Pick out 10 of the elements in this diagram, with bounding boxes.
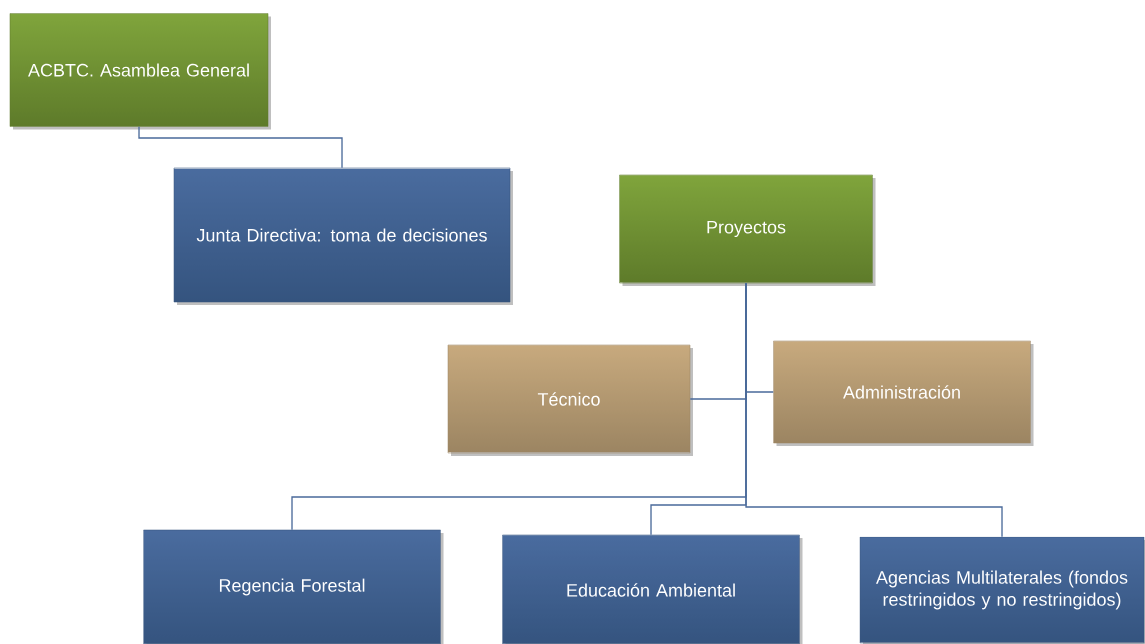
- org-box: Proyectos: [619, 174, 873, 284]
- org-box: Agencias Multilaterales (fondos restringidos y no restringidos): [859, 536, 1145, 644]
- org-box: Administración: [773, 340, 1031, 444]
- connector-line: [745, 282, 1003, 538]
- org-box: Educación Ambiental: [502, 534, 800, 644]
- org-box: Junta Directiva: toma de decisiones: [173, 167, 511, 303]
- org-box: Regencia Forestal: [143, 529, 441, 644]
- connector-line: [138, 126, 343, 169]
- org-box: ACBTC. Asamblea General: [9, 13, 269, 127]
- org-box: Técnico: [447, 344, 691, 454]
